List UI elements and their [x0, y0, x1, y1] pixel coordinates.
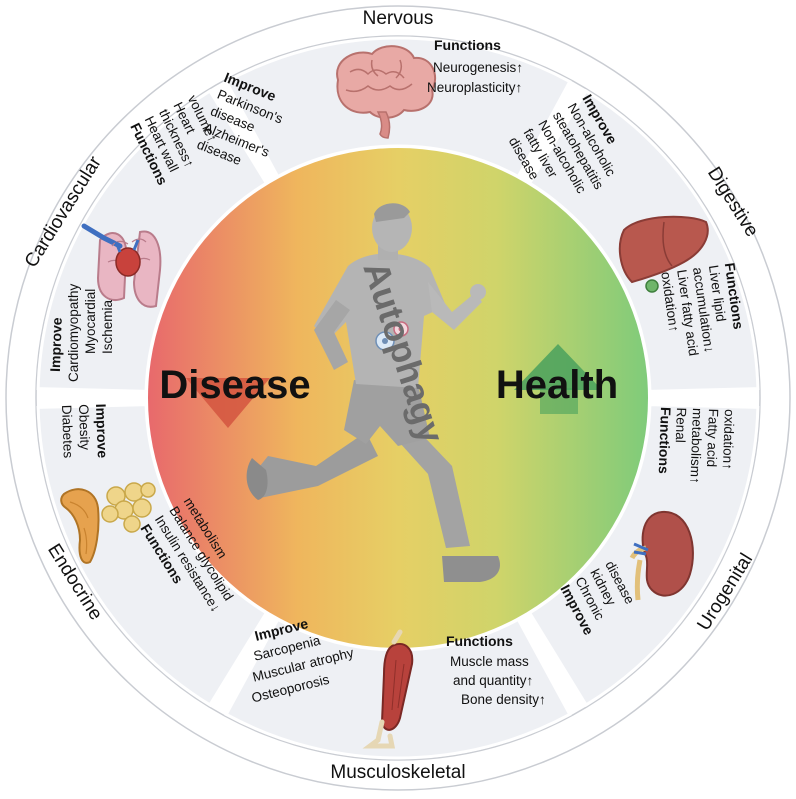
health-up-arrow [514, 344, 602, 390]
musculoskeletal-functions-heading: Functions [446, 633, 513, 649]
musculoskeletal-function-1: Muscle mass [450, 654, 529, 669]
cardiovascular-improve-3: Ischemia [100, 299, 115, 354]
nervous-function-1: Neurogenesis↑ [433, 60, 523, 75]
brain-icon [336, 45, 437, 139]
endocrine-improve-1: Obesity [76, 404, 93, 451]
liver-icon [618, 215, 709, 293]
leg-muscle-icon [362, 629, 414, 749]
system-label-musculoskeletal: Musculoskeletal [330, 762, 465, 783]
runner-figure [246, 203, 500, 582]
endocrine-improve-2: Diabetes [59, 405, 76, 459]
digestive-section: Improve Non-alcoholic steatohepatitis No… [506, 92, 747, 357]
nervous-functions-heading: Functions [434, 37, 501, 53]
disease-label: Disease [159, 363, 310, 407]
urogenital-functions-heading: Functions [656, 407, 674, 475]
musculoskeletal-function-3: Bone density↑ [461, 692, 546, 707]
sector-endocrine [36, 403, 269, 708]
disease-down-arrow [186, 378, 270, 428]
cardiovascular-improve-heading: Improve [47, 317, 65, 372]
urogenital-function-4: oxidation↑ [720, 409, 737, 470]
lungs-heart-icon [81, 223, 162, 308]
kidney-icon [629, 510, 694, 601]
health-arrow-stem [540, 388, 578, 414]
endocrine-improve-heading: Improve [93, 403, 111, 458]
pancreas-icon [60, 488, 100, 564]
health-label: Health [496, 363, 618, 407]
musculoskeletal-function-2: and quantity↑ [453, 673, 533, 688]
urogenital-function-1: Renal [673, 407, 689, 443]
cardiovascular-improve-1: Cardiomyopathy [66, 283, 81, 382]
fat-cells-icon [101, 482, 156, 533]
cardiovascular-improve-2: Myocardial [83, 289, 98, 354]
urogenital-function-3: Fatty acid [704, 408, 721, 467]
system-label-nervous: Nervous [363, 8, 434, 29]
nervous-function-2: Neuroplasticity↑ [427, 80, 522, 95]
urogenital-function-2: metabolism↑ [687, 408, 705, 484]
